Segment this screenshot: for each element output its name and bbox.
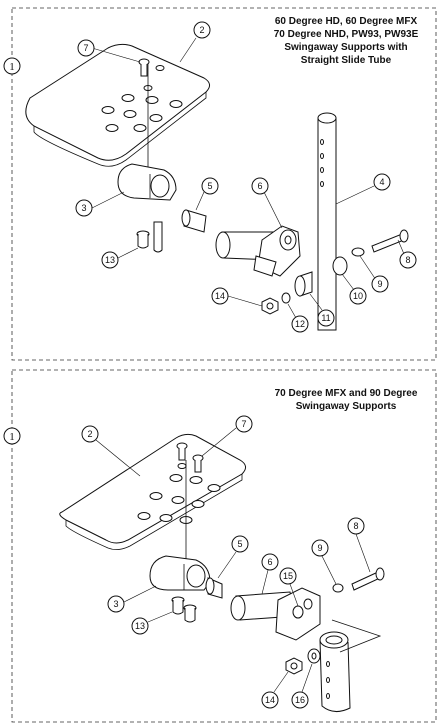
svg-text:6: 6 [267,557,272,567]
callout-3: 3 [75,191,125,217]
panel-bottom-label-circle [3,427,21,445]
panel-top-border [11,7,437,361]
callout-14: 14 [211,287,263,307]
callout-13: 13 [131,611,173,635]
spacer-5 [181,209,207,233]
callout-8: 8 [397,239,417,269]
callout-6: 6 [261,553,279,595]
callout-2: 2 [179,21,211,63]
callout-7: 7 [201,415,253,457]
svg-text:8: 8 [405,255,410,265]
svg-text:5: 5 [237,539,242,549]
svg-text:5: 5 [207,181,212,191]
panel-top-label: 1 [9,61,15,73]
panel-bottom-title-line-1: 70 Degree MFX and 90 Degree [275,388,418,399]
panel-top-title-line-4: Straight Slide Tube [301,55,392,66]
bolt-13 [136,221,163,253]
svg-text:12: 12 [295,319,305,329]
callout-15: 15 [279,567,299,607]
washer-7b [155,65,165,71]
washer-9 [332,583,344,593]
svg-text:6: 6 [257,181,262,191]
svg-text:9: 9 [377,279,382,289]
svg-text:7: 7 [83,43,88,53]
callout-5: 5 [195,177,219,211]
callout-6: 6 [251,177,283,229]
bolt-8 [371,229,409,253]
svg-text:3: 3 [113,599,118,609]
footplate [59,433,246,550]
svg-text:7: 7 [241,419,246,429]
screw-7 [176,442,204,473]
panel-bottom: 1 70 Degree MFX and 90 Degree Swingaway … [3,369,437,723]
footplate [25,43,210,167]
screw-7 [138,58,150,77]
callout-13: 13 [101,247,139,269]
panel-top-title-line-3: Swingaway Supports with [284,42,407,53]
svg-text:16: 16 [295,695,305,705]
callout-10: 10 [341,273,367,305]
svg-text:14: 14 [265,695,275,705]
panel-top-label-circle [3,57,21,75]
spacer-5 [205,577,223,599]
svg-text:2: 2 [87,429,92,439]
svg-text:3: 3 [81,203,86,213]
washer-9 [351,247,365,257]
callout-9: 9 [311,539,337,585]
callout-4: 4 [335,173,391,205]
callout-5: 5 [217,535,249,579]
svg-text:13: 13 [105,255,115,265]
bolt-8 [351,567,385,591]
callout-8: 8 [347,517,371,573]
slide-tube-4 [317,112,337,331]
panel-top-title-line-1: 60 Degree HD, 60 Degree MFX [275,16,418,27]
washer-12 [281,292,291,304]
callout-16: 16 [291,663,313,709]
svg-text:2: 2 [199,25,204,35]
panel-bottom-label: 1 [9,431,15,443]
arm-6 [215,225,301,277]
clamp-3 [117,163,177,201]
panel-top-title-line-2: 70 Degree NHD, PW93, PW93E [274,29,419,40]
callout-9: 9 [359,255,389,293]
callout-2: 2 [81,425,141,477]
panel-bottom-border [11,369,437,723]
callout-11: 11 [309,293,335,327]
svg-text:11: 11 [321,313,330,323]
callout-3: 3 [107,585,157,613]
callout-14: 14 [261,671,289,709]
callout-12: 12 [287,303,309,333]
svg-text:10: 10 [353,291,363,301]
spacer-10 [332,256,348,276]
svg-text:8: 8 [353,521,358,531]
panel-top: 1 60 Degree HD, 60 Degree MFX 70 Degree … [3,7,437,361]
slide-tube [319,619,382,712]
svg-text:15: 15 [283,571,293,581]
bolt-13 [171,596,197,623]
svg-text:14: 14 [215,291,225,301]
callout-7: 7 [77,39,141,63]
panel-bottom-title-line-2: Swingaway Supports [296,401,397,412]
svg-text:4: 4 [379,177,384,187]
arm-6 [230,587,321,641]
svg-text:9: 9 [317,543,322,553]
clamp-3 [149,555,211,591]
svg-text:13: 13 [135,621,145,631]
